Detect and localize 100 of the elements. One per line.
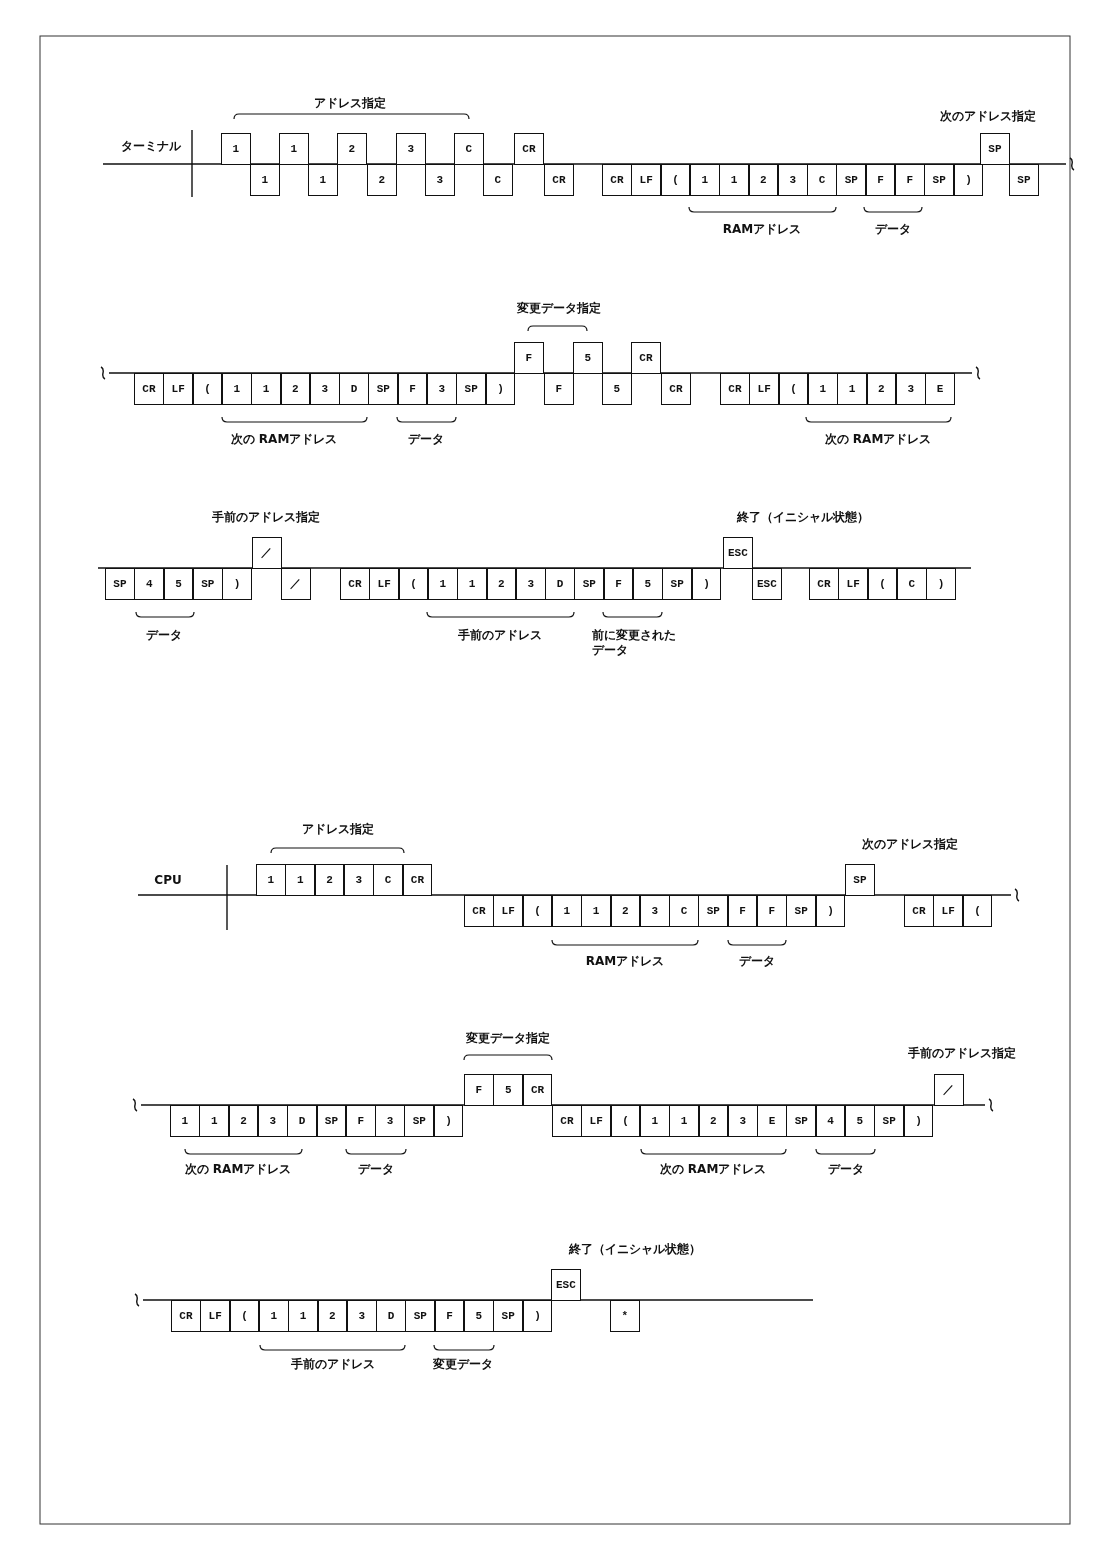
character-label: LF xyxy=(941,904,955,917)
character-label: D xyxy=(387,1309,395,1322)
character-label: SP xyxy=(853,873,867,886)
annotation-label: データ xyxy=(875,222,911,237)
character-box xyxy=(748,164,779,196)
character-label: ( xyxy=(622,1114,629,1127)
character-box xyxy=(545,568,575,600)
character-label: ( xyxy=(534,904,541,917)
character-label: CR xyxy=(142,382,156,395)
character-box xyxy=(287,1105,317,1137)
character-box xyxy=(250,164,280,196)
character-label: 3 xyxy=(358,1309,365,1322)
character-box xyxy=(719,164,749,196)
character-label: 1 xyxy=(680,1114,688,1127)
character-box xyxy=(836,164,867,196)
character-box xyxy=(163,373,194,405)
character-label: CR xyxy=(560,1114,574,1127)
character-box xyxy=(134,373,164,405)
character-label: SP xyxy=(882,1114,896,1127)
character-box xyxy=(457,568,487,600)
character-box xyxy=(316,1105,347,1137)
character-label: ) xyxy=(233,577,241,590)
character-label: LF xyxy=(377,577,391,590)
character-box xyxy=(865,164,896,196)
character-box xyxy=(809,568,839,600)
character-label: LF xyxy=(208,1309,222,1322)
character-box xyxy=(639,895,670,927)
character-box xyxy=(924,164,955,196)
character-label: 2 xyxy=(710,1114,717,1127)
character-box xyxy=(456,373,487,405)
character-label: 5 xyxy=(644,577,652,590)
character-box xyxy=(631,164,662,196)
character-label: 1 xyxy=(299,1309,307,1322)
character-box xyxy=(308,164,338,196)
character-box xyxy=(603,568,634,600)
character-label: 3 xyxy=(355,873,363,886)
character-label: 2 xyxy=(760,173,767,186)
character-box xyxy=(838,568,869,600)
character-box xyxy=(610,895,641,927)
character-label: LF xyxy=(639,173,653,186)
character-box xyxy=(493,1300,524,1332)
character-box xyxy=(402,864,433,896)
annotation-label: 手前のアドレス指定 xyxy=(212,510,320,525)
character-box xyxy=(867,568,898,600)
character-box xyxy=(752,568,782,600)
character-label: SP xyxy=(844,173,858,186)
character-label: SP xyxy=(794,1114,808,1127)
character-box xyxy=(903,1105,934,1137)
character-box xyxy=(610,1300,640,1332)
character-box xyxy=(192,373,223,405)
character-box xyxy=(874,1105,905,1137)
character-box xyxy=(757,895,787,927)
character-box xyxy=(522,895,553,927)
character-box xyxy=(727,895,758,927)
character-box xyxy=(199,1105,230,1137)
character-label: E xyxy=(936,382,944,395)
character-label: ／ xyxy=(943,1083,955,1098)
character-box xyxy=(396,133,426,165)
character-label: ( xyxy=(410,577,417,590)
character-box xyxy=(815,1105,846,1137)
character-label: 5 xyxy=(175,577,182,590)
character-box xyxy=(256,864,286,896)
character-label: 1 xyxy=(232,142,240,155)
character-box xyxy=(317,1300,348,1332)
annotation-label: データ xyxy=(739,954,775,969)
character-box xyxy=(689,164,720,196)
character-label: C xyxy=(494,173,502,186)
character-box xyxy=(464,1074,494,1106)
character-label: SP xyxy=(412,1114,426,1127)
character-box xyxy=(845,864,875,896)
character-label: 1 xyxy=(819,382,827,395)
character-label: 3 xyxy=(527,577,534,590)
character-box xyxy=(662,568,693,600)
annotation-label: RAMアドレス xyxy=(585,954,665,969)
character-box xyxy=(777,164,808,196)
character-label: 1 xyxy=(233,382,241,395)
character-label: ( xyxy=(790,382,797,395)
character-box xyxy=(367,164,397,196)
character-box xyxy=(221,373,252,405)
character-label: ) xyxy=(534,1309,541,1322)
character-box xyxy=(866,373,897,405)
character-box xyxy=(720,373,750,405)
character-label: LF xyxy=(589,1114,603,1127)
character-label: 3 xyxy=(651,904,658,917)
character-label: SP xyxy=(706,904,720,917)
character-label: 4 xyxy=(145,577,153,590)
character-box xyxy=(434,1300,465,1332)
character-box xyxy=(222,568,252,600)
character-label: ( xyxy=(672,173,679,186)
character-box xyxy=(163,568,194,600)
character-box xyxy=(691,568,722,600)
character-box xyxy=(405,1300,436,1332)
character-label: 1 xyxy=(563,904,571,917)
character-box xyxy=(698,895,729,927)
character-box xyxy=(574,568,605,600)
character-label: LF xyxy=(171,382,185,395)
character-label: 2 xyxy=(329,1309,336,1322)
character-box xyxy=(895,164,925,196)
character-label: 5 xyxy=(475,1309,483,1322)
character-box xyxy=(845,1105,875,1137)
